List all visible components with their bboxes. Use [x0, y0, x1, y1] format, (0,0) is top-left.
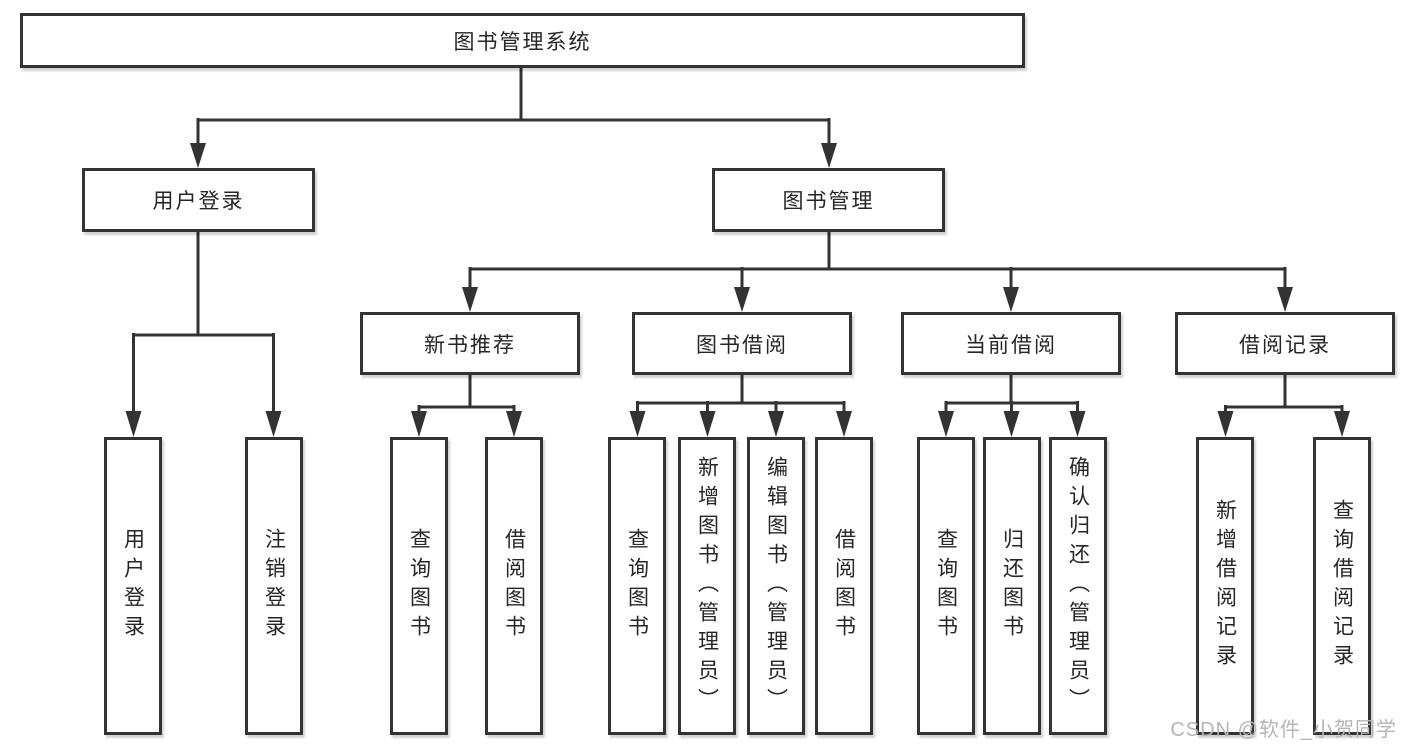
connector-book-mgmt-children — [468, 232, 1287, 289]
leaf-label: 查询图书 — [407, 528, 431, 644]
leaf-label: 查询借阅记录 — [1330, 499, 1354, 673]
arrowheads-current-children — [938, 411, 1086, 437]
leaf-user-login: 用户登录 — [104, 437, 162, 735]
leaf-add-borrow-record: 新增借阅记录 — [1196, 437, 1254, 735]
leaf-label: 确认归还（管理员） — [1066, 455, 1090, 717]
node-label: 当前借阅 — [965, 333, 1057, 357]
node-book-borrowing: 图书借阅 — [632, 312, 852, 375]
leaf-confirm-return-admin: 确认归还（管理员） — [1049, 437, 1107, 735]
connector-records-children — [1224, 375, 1344, 414]
leaf-borrow-books-borrow: 借阅图书 — [815, 437, 873, 735]
node-library-management-system: 图书管理系统 — [20, 13, 1025, 68]
leaf-label: 查询图书 — [625, 528, 649, 644]
arrowheads-user-login-children — [125, 411, 282, 437]
connector-user-login-children — [132, 232, 275, 413]
leaf-label: 新增图书（管理员） — [695, 455, 719, 717]
arrowheads-level2 — [190, 143, 837, 168]
node-label: 新书推荐 — [424, 333, 516, 357]
node-label: 图书借阅 — [696, 333, 788, 357]
leaf-label: 注销登录 — [262, 528, 286, 644]
watermark: CSDN @软件_小贺同学 — [1170, 719, 1397, 741]
arrowheads-recommend-children — [411, 411, 522, 437]
leaf-query-books-recommend: 查询图书 — [390, 437, 448, 735]
leaf-return-book: 归还图书 — [983, 437, 1041, 735]
leaf-label: 编辑图书（管理员） — [764, 455, 788, 717]
node-book-management: 图书管理 — [712, 168, 945, 232]
arrowheads-borrow-children — [629, 411, 852, 437]
connector-current-children — [944, 375, 1079, 414]
leaf-label: 新增借阅记录 — [1213, 499, 1237, 673]
connector-borrow-children — [636, 375, 846, 414]
node-new-book-recommendation: 新书推荐 — [360, 312, 580, 375]
connector-recommend-children — [417, 375, 516, 414]
node-current-borrowing: 当前借阅 — [901, 312, 1121, 375]
arrowheads-records-children — [1217, 411, 1350, 437]
leaf-query-borrow-record: 查询借阅记录 — [1313, 437, 1371, 735]
leaf-edit-book-admin: 编辑图书（管理员） — [747, 437, 805, 735]
leaf-label: 归还图书 — [1000, 528, 1024, 644]
leaf-query-books-borrow: 查询图书 — [608, 437, 666, 735]
leaf-label: 借阅图书 — [832, 528, 856, 644]
leaf-add-book-admin: 新增图书（管理员） — [678, 437, 736, 735]
leaf-logout: 注销登录 — [245, 437, 303, 735]
connector-root-to-level2 — [196, 68, 831, 146]
leaf-query-books-current: 查询图书 — [917, 437, 975, 735]
leaf-label: 用户登录 — [121, 528, 145, 644]
node-label: 图书管理系统 — [453, 30, 592, 54]
leaf-borrow-books-recommend: 借阅图书 — [485, 437, 543, 735]
node-user-login: 用户登录 — [82, 168, 315, 232]
node-borrowing-records: 借阅记录 — [1175, 312, 1395, 375]
node-label: 用户登录 — [152, 190, 245, 213]
leaf-label: 借阅图书 — [502, 528, 526, 644]
leaf-label: 查询图书 — [934, 528, 958, 644]
node-label: 图书管理 — [782, 190, 875, 213]
node-label: 借阅记录 — [1239, 333, 1331, 357]
arrowheads-level3 — [462, 287, 1293, 312]
